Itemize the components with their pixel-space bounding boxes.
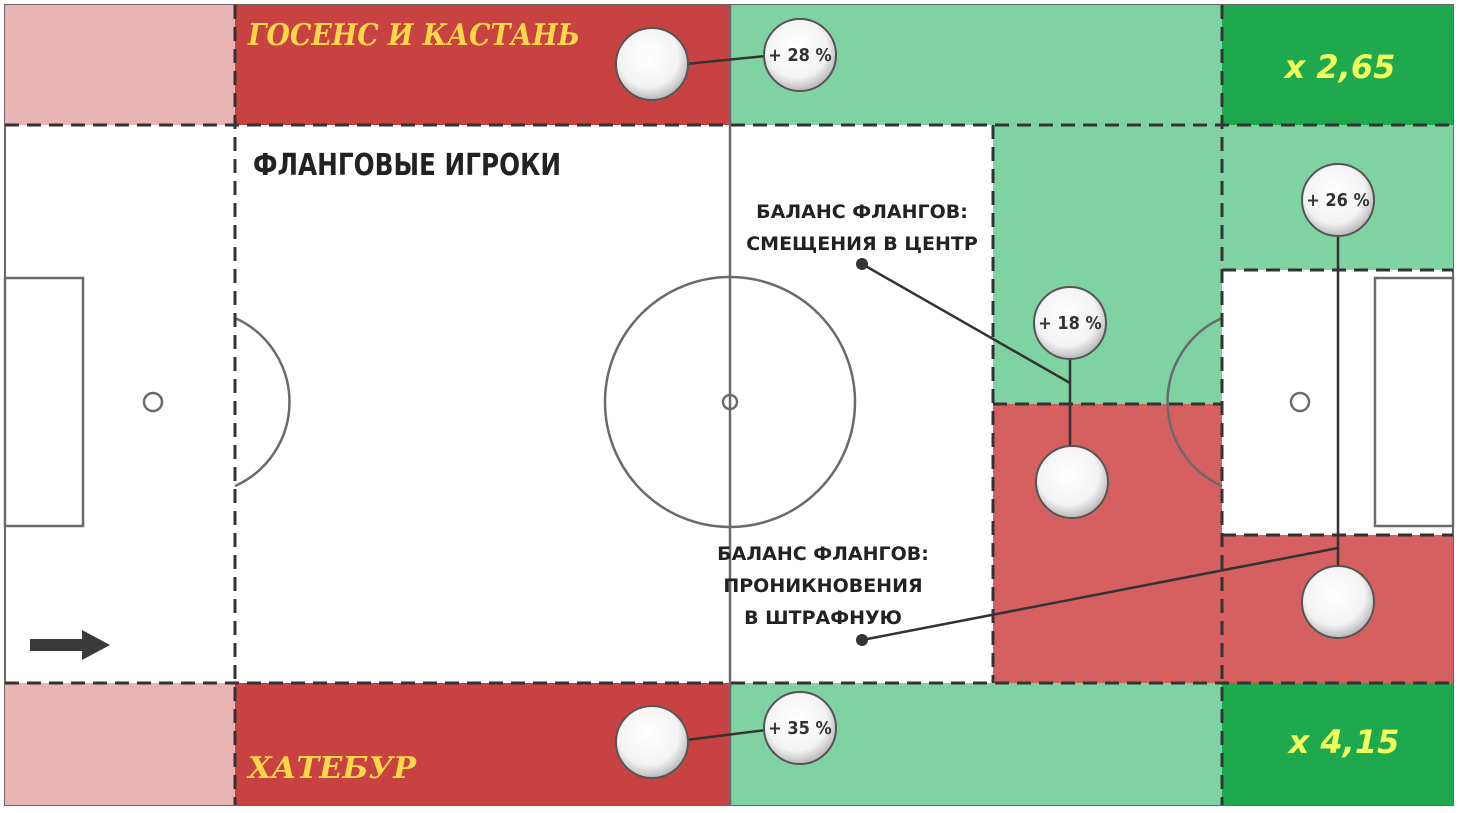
annotation-penetrations-line1: БАЛАНС ФЛАНГОВ:	[717, 543, 929, 565]
ball-marker-right-lower	[1301, 565, 1375, 639]
annotation-penetrations-line2: ПРОНИКНОВЕНИЯ	[723, 575, 922, 597]
pct-label-bottom-wing: + 35 %	[768, 718, 832, 739]
ball-marker-center-right	[1035, 445, 1109, 519]
annotation-shifts-line2: СМЕЩЕНИЯ В ЦЕНТР	[746, 233, 978, 255]
annotation-dot-penetrations	[856, 634, 868, 646]
pct-label-center-right: + 18 %	[1038, 313, 1102, 334]
annotation-shifts-line1: БАЛАНС ФЛАНГОВ:	[756, 201, 968, 223]
pct-badge-top-wing	[763, 18, 837, 92]
pct-badge-center-right	[1033, 286, 1107, 360]
zone-top-right-dark-green	[1222, 5, 1453, 125]
connector-lines	[685, 54, 1340, 742]
attack-direction-arrow-icon	[30, 630, 110, 660]
multiplier-bottom: x 4,15	[1287, 723, 1400, 761]
ball-marker-top	[615, 27, 689, 101]
team-label-top: ГОСЕНС И КАСТАНЬ	[247, 18, 580, 53]
pct-label-right-upper: + 26 %	[1306, 190, 1370, 211]
pct-badge-right-upper	[1301, 163, 1375, 237]
zone-center-right-green	[993, 125, 1222, 404]
zone-bottom-right-dark-green	[1222, 683, 1453, 805]
position-markers	[615, 27, 1375, 779]
ball-marker-bottom	[615, 705, 689, 779]
percentage-badges	[763, 18, 1375, 765]
pitch-markings	[3, 5, 1455, 805]
zone-bottom-left-light-red	[5, 683, 235, 805]
zone-center-right-red	[993, 404, 1222, 683]
annotation-penetrations-line3: В ШТРАФНУЮ	[744, 607, 902, 629]
pct-badge-bottom-wing	[763, 691, 837, 765]
zone-top-left-light-red	[5, 5, 235, 125]
annotation-dot-shifts	[856, 258, 868, 270]
team-label-bottom: ХАТЕБУР	[246, 751, 417, 786]
diagram-title: ФЛАНГОВЫЕ ИГРОКИ	[253, 148, 561, 183]
multiplier-top: x 2,65	[1283, 48, 1396, 86]
pct-label-top-wing: + 28 %	[768, 45, 832, 66]
